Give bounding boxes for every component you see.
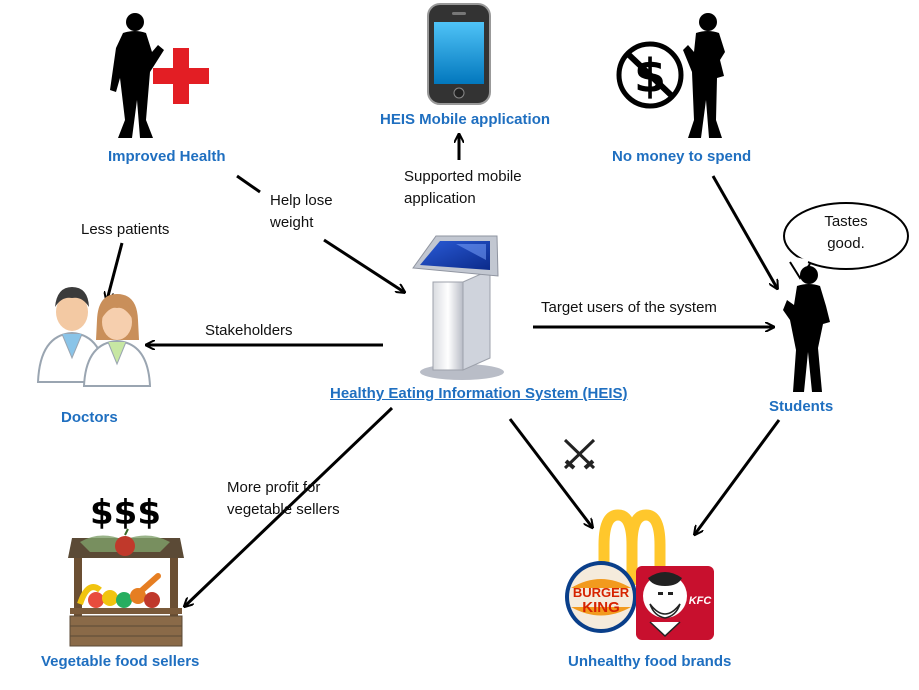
node-students: Students xyxy=(769,398,834,415)
edge-health-to-doctors xyxy=(107,242,124,300)
stall-dollar-sign: $$$ xyxy=(90,493,161,533)
node-doctors: Doctors xyxy=(61,409,118,426)
edge-heis-to-brands xyxy=(508,418,592,527)
edge-label-supported-mobile-line2: application xyxy=(404,190,476,207)
doctors-illustration xyxy=(36,287,152,387)
kiosk-icon xyxy=(412,235,504,380)
edge-label-stakeholders: Stakeholders xyxy=(205,322,293,339)
speech-bubble-text: Tastes good. xyxy=(808,211,884,255)
edge-health-to-heis xyxy=(236,174,261,194)
edge-students-to-brands xyxy=(695,419,781,534)
node-improved-health: Improved Health xyxy=(108,148,226,165)
edge-label-more-profit-line2: vegetable sellers xyxy=(227,501,340,518)
kfc-logo: KFC xyxy=(636,566,714,640)
edge-health-to-heis-2 xyxy=(323,238,404,292)
edge-label-more-profit-line1: More profit for xyxy=(227,479,321,496)
crossed-swords-icon xyxy=(563,438,596,470)
node-vegetable-sellers: Vegetable food sellers xyxy=(41,653,200,670)
edge-label-help-lose-weight-line1: Help lose xyxy=(270,192,333,209)
speech-bubble-line1: Tastes xyxy=(824,213,868,230)
red-cross-icon xyxy=(153,48,209,104)
edge-label-supported-mobile: Supported mobile application xyxy=(404,166,522,210)
edge-label-less-patients: Less patients xyxy=(81,221,170,238)
edge-nomoney-to-students xyxy=(711,175,777,288)
node-heis[interactable]: Healthy Eating Information System (HEIS) xyxy=(330,385,628,402)
edges xyxy=(107,135,781,606)
burger-king-logo: BURGER KING xyxy=(565,561,637,633)
businessman-silhouette-health xyxy=(110,13,164,138)
svg-text:BURGER: BURGER xyxy=(573,585,630,600)
edge-label-target-users: Target users of the system xyxy=(541,299,717,316)
mcdonalds-logo xyxy=(598,509,666,585)
no-money-icon: $ xyxy=(616,41,684,109)
edge-label-help-lose-weight-line2: weight xyxy=(270,214,314,231)
node-no-money: No money to spend xyxy=(612,148,752,165)
node-unhealthy-brands: Unhealthy food brands xyxy=(568,653,732,670)
vegetable-stall-illustration: $$$ xyxy=(68,493,184,647)
smartphone-icon xyxy=(427,3,491,105)
edge-label-supported-mobile-line1: Supported mobile xyxy=(404,168,522,185)
speech-bubble-line2: good. xyxy=(827,235,865,252)
student-silhouette xyxy=(783,266,830,392)
node-mobile-app: HEIS Mobile application xyxy=(380,111,551,128)
svg-text:KFC: KFC xyxy=(689,595,713,607)
businessman-silhouette-money xyxy=(683,13,725,138)
edge-label-help-lose-weight: Help lose weight xyxy=(270,190,333,234)
edge-heis-to-vegetables xyxy=(185,406,394,606)
speech-bubble xyxy=(783,202,909,280)
svg-text:KING: KING xyxy=(582,599,620,616)
edge-label-more-profit: More profit for vegetable sellers xyxy=(227,477,340,521)
